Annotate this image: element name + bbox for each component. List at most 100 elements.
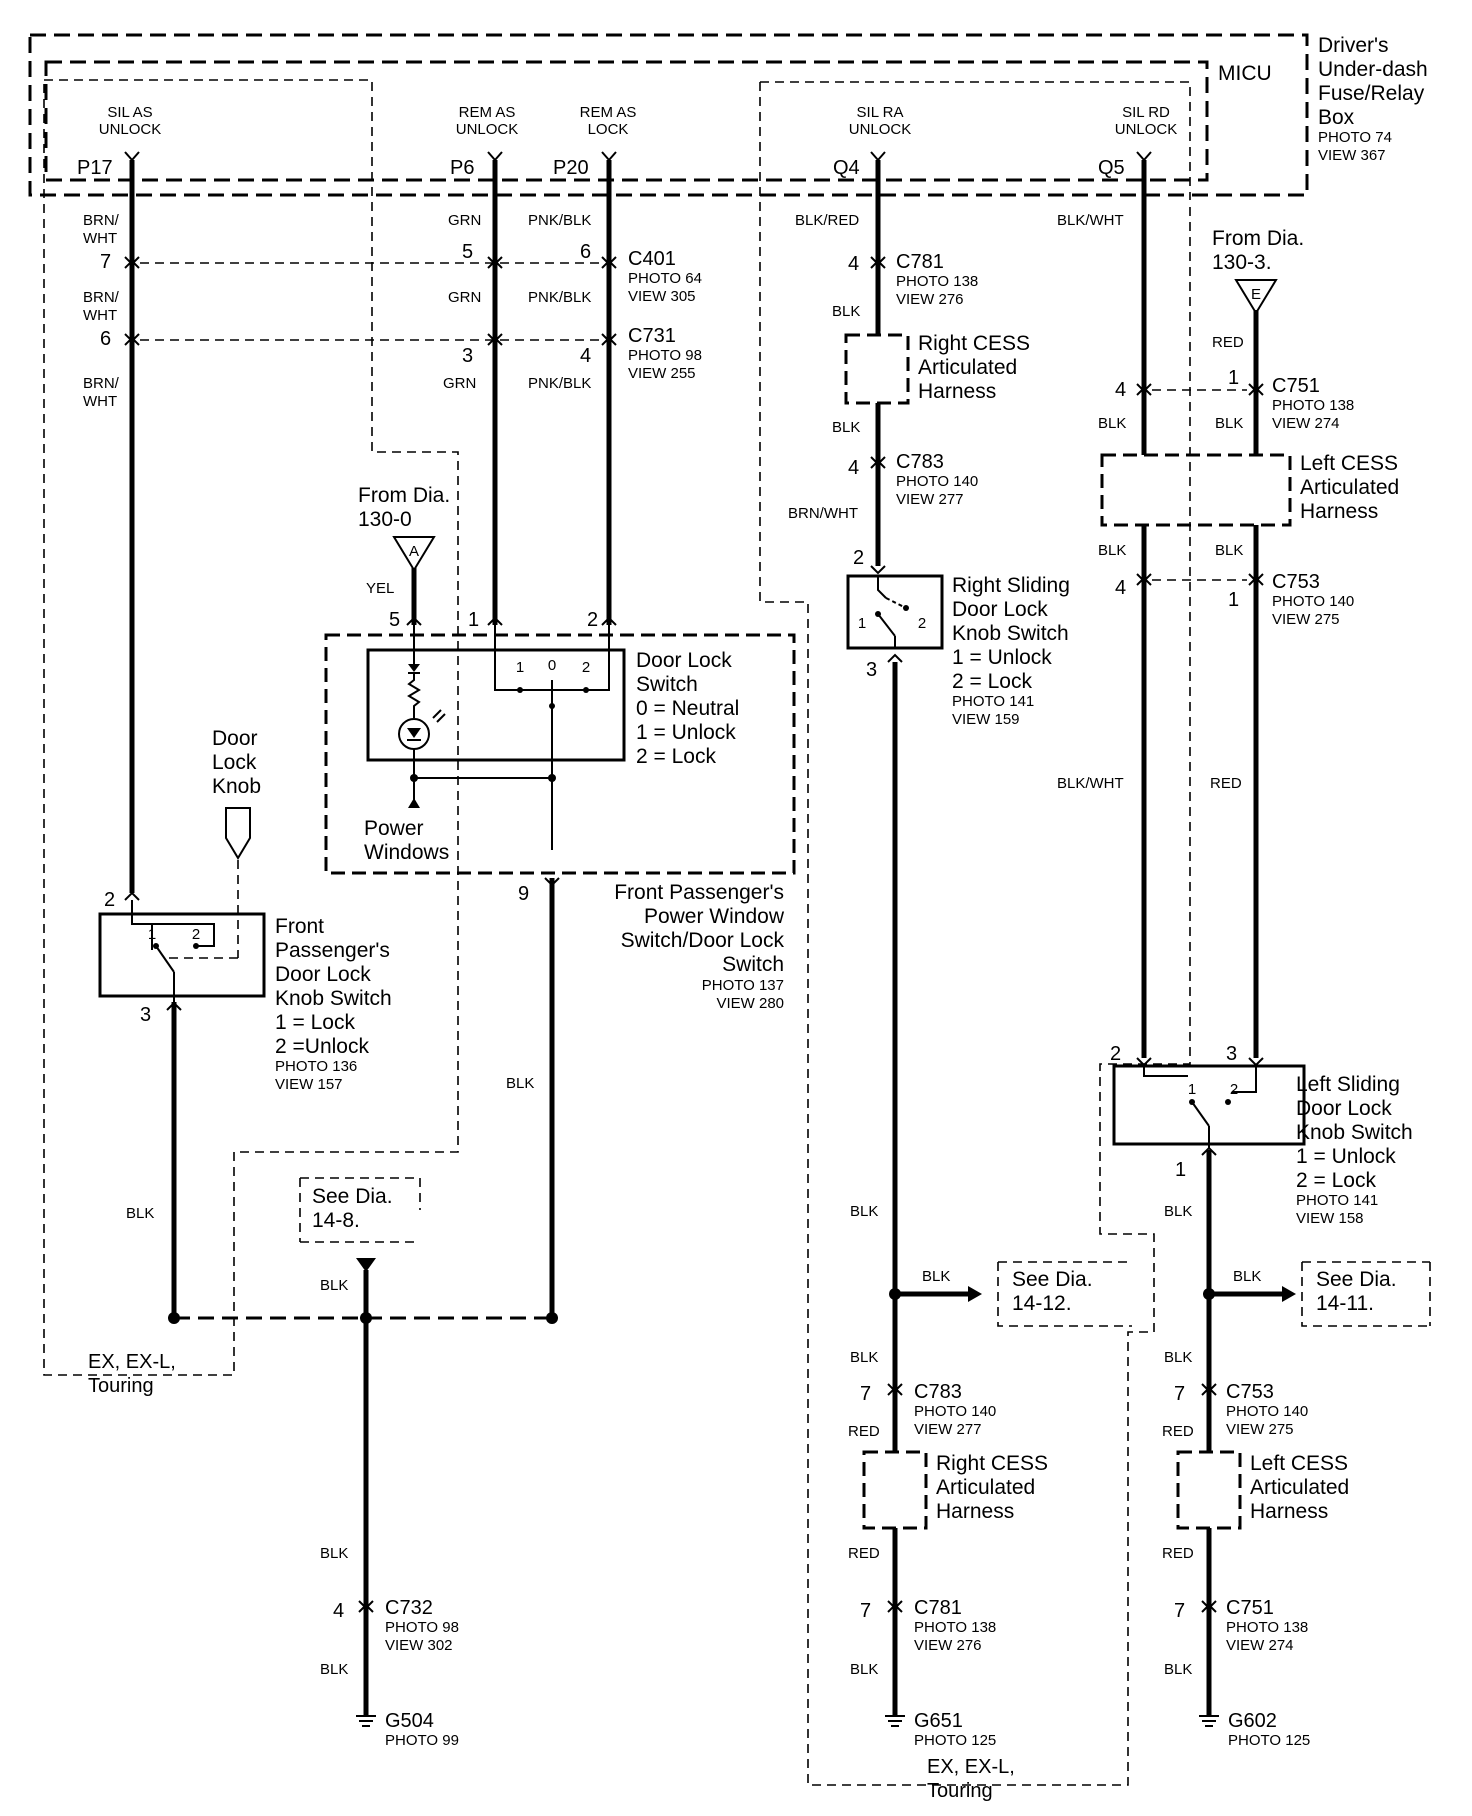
pin-number: 4 <box>1115 577 1126 599</box>
connector-c731-photo: PHOTO 98 <box>628 347 702 364</box>
connector-c783-name: C783 <box>896 451 944 473</box>
door-lock-switch-label: 0 = Neutral <box>636 697 739 720</box>
power-windows-label: Power <box>364 817 424 840</box>
front-knob-switch-label: 1 = Lock <box>275 1011 355 1034</box>
see-dia-label: See Dia. <box>1316 1268 1397 1291</box>
door-lock-knob-label: Knob <box>212 775 261 798</box>
ground-photo: PHOTO 99 <box>385 1732 459 1749</box>
wire-color-label: BLK <box>832 419 860 436</box>
pin-number: 4 <box>580 345 591 367</box>
wire-color-label: BLK <box>1164 1661 1192 1678</box>
connector-c732-photo: PHOTO 98 <box>385 1619 459 1636</box>
wire-color-label: BLK/RED <box>795 212 859 229</box>
pin-q5-id: Q5 <box>1098 157 1125 179</box>
pin-q5-line2: UNLOCK <box>1115 121 1178 138</box>
pin-numbers: 7 6 5 3 6 4 4 4 2 3 4 1 4 1 5 1 2 9 2 3 … <box>100 241 1239 1622</box>
flag-e-letter: E <box>1251 286 1261 303</box>
see-dia-label: 14-12. <box>1012 1292 1072 1315</box>
wire-color-label: BLK <box>1215 415 1243 432</box>
door-lock-switch-label: 1 = Unlock <box>636 721 736 744</box>
connector-c731-name: C731 <box>628 325 676 347</box>
wire-color-label: BLK <box>320 1277 348 1294</box>
connector-c783-view: VIEW 277 <box>896 491 964 508</box>
pin-number: 3 <box>1226 1043 1237 1065</box>
pin-number: 7 <box>100 251 111 273</box>
wire-color-labels: BRN/ WHT BRN/ WHT BRN/ WHT GRN GRN GRN P… <box>83 212 1261 1678</box>
pin-p6-id: P6 <box>450 157 474 179</box>
front-passenger-knob-switch: Door Lock Knob 1 2 Front Passenger's Doo… <box>98 727 392 1093</box>
harness-label: Harness <box>1300 500 1378 523</box>
front-knob-switch-view: VIEW 157 <box>275 1076 343 1093</box>
door-lock-knob-label: Door <box>212 727 258 750</box>
power-windows-arrow-icon <box>408 798 420 808</box>
pin-number: 4 <box>1115 379 1126 401</box>
door-lock-switch-label: Door Lock <box>636 649 732 672</box>
switch-pos-2: 2 <box>582 659 590 676</box>
pin-number: 1 <box>1175 1159 1186 1181</box>
front-knob-switch-label: Front <box>275 915 324 938</box>
pin-number: 7 <box>860 1600 871 1622</box>
ref-label: From Dia. <box>358 484 450 507</box>
harness-label: Articulated <box>918 356 1017 379</box>
front-knob-switch-label: Knob Switch <box>275 987 392 1010</box>
pin-number: 6 <box>580 241 591 263</box>
ref-arrow-icon <box>1282 1286 1296 1302</box>
fuse-box-title-4: Box <box>1318 106 1355 129</box>
connector-c781-name: C781 <box>896 251 944 273</box>
pin-number: 4 <box>848 457 859 479</box>
pin-p17-line1: SIL AS <box>107 104 152 121</box>
knob-pos-1: 1 <box>148 926 156 943</box>
pin-p20-line2: LOCK <box>588 121 629 138</box>
left-sliding-label: Left Sliding <box>1296 1073 1400 1096</box>
connector-c781-view: VIEW 276 <box>896 291 964 308</box>
ref-label: From Dia. <box>1212 227 1304 250</box>
pin-number: 3 <box>866 659 877 681</box>
connector-c751-name: C751 <box>1226 1597 1274 1619</box>
connector-c783-name: C783 <box>914 1381 962 1403</box>
ls-pos-2: 2 <box>1230 1081 1238 1098</box>
wire-color-label: BLK <box>1164 1349 1192 1366</box>
right-sliding-photo: PHOTO 141 <box>952 693 1034 710</box>
harness-label: Articulated <box>1300 476 1399 499</box>
harness-label: Right CESS <box>936 1452 1048 1475</box>
ref-arrow-icon <box>968 1286 982 1302</box>
right-sliding-label: Knob Switch <box>952 622 1069 645</box>
led-icon <box>408 664 420 672</box>
pin-number: 2 <box>1110 1043 1121 1065</box>
harness-label: Harness <box>1250 1500 1328 1523</box>
right-cess-harness-lower: Right CESS Articulated Harness <box>862 1450 1048 1530</box>
wire-color-label: BRN/ <box>83 212 120 229</box>
pin-q4-line2: UNLOCK <box>849 121 912 138</box>
connector-c781-view: VIEW 276 <box>914 1637 982 1654</box>
pin-number: 6 <box>100 328 111 350</box>
pw-switch-view: VIEW 280 <box>716 995 784 1012</box>
left-sliding-view: VIEW 158 <box>1296 1210 1364 1227</box>
wire-color-label: PNK/BLK <box>528 289 591 306</box>
pin-number: 2 <box>587 609 598 631</box>
wire-color-label: BLK <box>1164 1203 1192 1220</box>
right-sliding-label: 1 = Unlock <box>952 646 1052 669</box>
wire-color-label: GRN <box>448 212 481 229</box>
front-knob-switch-label: Passenger's <box>275 939 390 962</box>
pin-number: 5 <box>389 609 400 631</box>
ground-photo: PHOTO 125 <box>914 1732 996 1749</box>
connector-c753-view: VIEW 275 <box>1226 1421 1294 1438</box>
pin-number: 4 <box>848 253 859 275</box>
connector-c751-photo: PHOTO 138 <box>1226 1619 1308 1636</box>
rs-pos-2: 2 <box>918 615 926 632</box>
wire-color-label: WHT <box>83 393 117 410</box>
micu-label: MICU <box>1218 62 1272 85</box>
wire-color-label: BLK <box>1215 542 1243 559</box>
left-cess-harness-upper: Left CESS Articulated Harness <box>1100 452 1399 527</box>
pin-terminals <box>124 151 1152 162</box>
left-sliding-label: Knob Switch <box>1296 1121 1413 1144</box>
wire-color-label: RED <box>1210 775 1242 792</box>
harness-label: Harness <box>936 1500 1014 1523</box>
pin-number: 5 <box>462 241 473 263</box>
ground-bus <box>168 1312 558 1324</box>
power-windows-label: Windows <box>364 841 449 864</box>
pin-p6-line2: UNLOCK <box>456 121 519 138</box>
from-dia-130-0: From Dia. 130-0 A <box>358 484 450 572</box>
see-dia-label: 14-11. <box>1316 1292 1374 1315</box>
connector-c401-name: C401 <box>628 248 676 270</box>
